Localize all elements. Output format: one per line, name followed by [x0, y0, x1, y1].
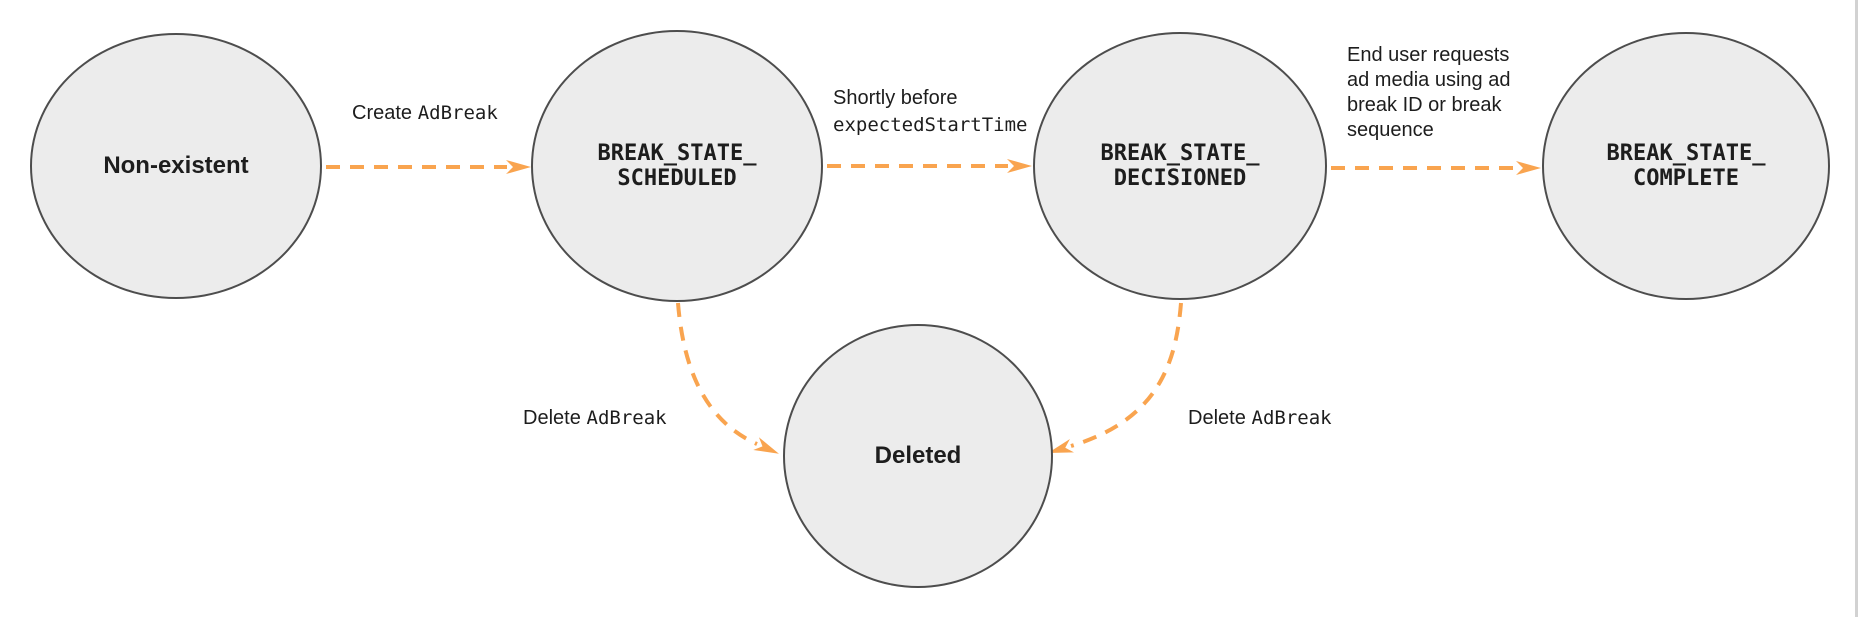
edge-label-enduser-line2: ad media using ad: [1347, 69, 1511, 91]
edge-label-create-code: AdBreak: [417, 102, 498, 124]
edge-label-delete-right-code: AdBreak: [1251, 407, 1332, 429]
state-label-decisioned-line1: BREAK_STATE_: [1100, 141, 1260, 166]
state-label-deleted: Deleted: [874, 442, 962, 469]
edge-delete-adbreak-left-arrow: [676, 302, 779, 454]
state-label-scheduled-line1: BREAK_STATE_: [597, 141, 757, 166]
edge-label-enduser-line4: sequence: [1347, 119, 1434, 141]
edge-label-shortly-line2: expectedStartTime: [833, 114, 1028, 136]
edge-label-delete-right-plain: Delete: [1188, 407, 1246, 429]
edge-label-enduser-line3: break ID or break: [1347, 94, 1502, 116]
state-label-complete-line2: COMPLETE: [1633, 166, 1739, 191]
edge-label-shortly-before: Shortly before expectedStartTime: [833, 85, 1027, 139]
state-node-deleted: Deleted: [783, 324, 1053, 588]
state-node-break-state-scheduled: BREAK_STATE_ SCHEDULED: [531, 30, 823, 302]
edge-label-enduser-line1: End user requests: [1347, 44, 1510, 66]
edge-label-create-plain: Create: [352, 102, 413, 124]
edge-label-end-user-requests: End user requests ad media using ad brea…: [1347, 43, 1510, 143]
edge-label-delete-left-plain: Delete: [523, 407, 581, 429]
edge-label-delete-left-code: AdBreak: [586, 407, 667, 429]
state-node-break-state-decisioned: BREAK_STATE_ DECISIONED: [1033, 32, 1327, 300]
state-label-decisioned-line2: DECISIONED: [1113, 166, 1247, 191]
state-label-non-existent: Non-existent: [103, 152, 249, 179]
state-node-break-state-complete: BREAK_STATE_ COMPLETE: [1542, 32, 1830, 300]
edge-label-shortly-line1: Shortly before: [833, 87, 958, 109]
window-right-edge: [1855, 0, 1858, 617]
state-label-complete-line1: BREAK_STATE_: [1606, 141, 1766, 166]
state-label-scheduled-line2: SCHEDULED: [617, 166, 737, 191]
edge-delete-adbreak-right-arrow: [1048, 302, 1183, 453]
state-node-non-existent: Non-existent: [30, 33, 322, 299]
